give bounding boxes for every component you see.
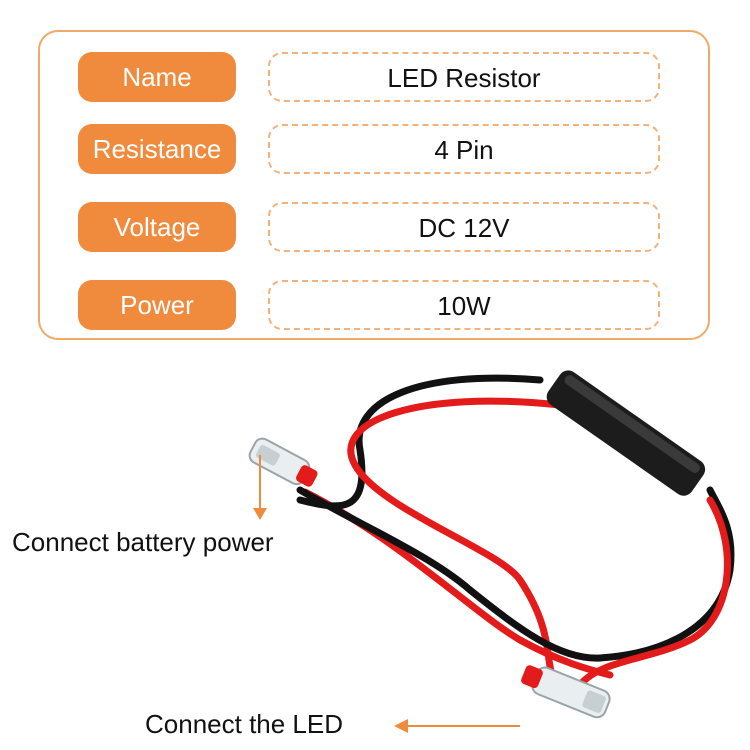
battery-arrow-head	[253, 508, 267, 520]
spec-row-resistance: Resistance 4 Pin	[40, 124, 708, 174]
spec-row-power: Power 10W	[40, 280, 708, 330]
red-wire-upper	[347, 397, 564, 689]
battery-caption: Connect battery power	[12, 527, 274, 557]
spec-table: Name LED Resistor Resistance 4 Pin Volta…	[38, 30, 710, 340]
black-wire-lower	[296, 486, 735, 662]
resistor-cable-photo	[248, 370, 735, 733]
spec-label: Resistance	[78, 124, 236, 174]
led-caption: Connect the LED	[145, 709, 344, 739]
led-arrow-head	[394, 719, 408, 733]
spec-label: Power	[78, 280, 236, 330]
spec-value: LED Resistor	[268, 52, 660, 102]
spec-row-name: Name LED Resistor	[40, 52, 708, 102]
red-wire-right	[576, 496, 731, 689]
spec-label: Voltage	[78, 202, 236, 252]
battery-connector	[248, 437, 318, 487]
spec-value: 10W	[268, 280, 660, 330]
spec-value: 4 Pin	[268, 124, 660, 174]
spec-value: DC 12V	[268, 202, 660, 252]
led-connector	[521, 665, 611, 719]
resistor-body	[546, 370, 706, 496]
spec-label: Name	[78, 52, 236, 102]
black-wire-upper	[296, 374, 544, 510]
spec-row-voltage: Voltage DC 12V	[40, 202, 708, 252]
